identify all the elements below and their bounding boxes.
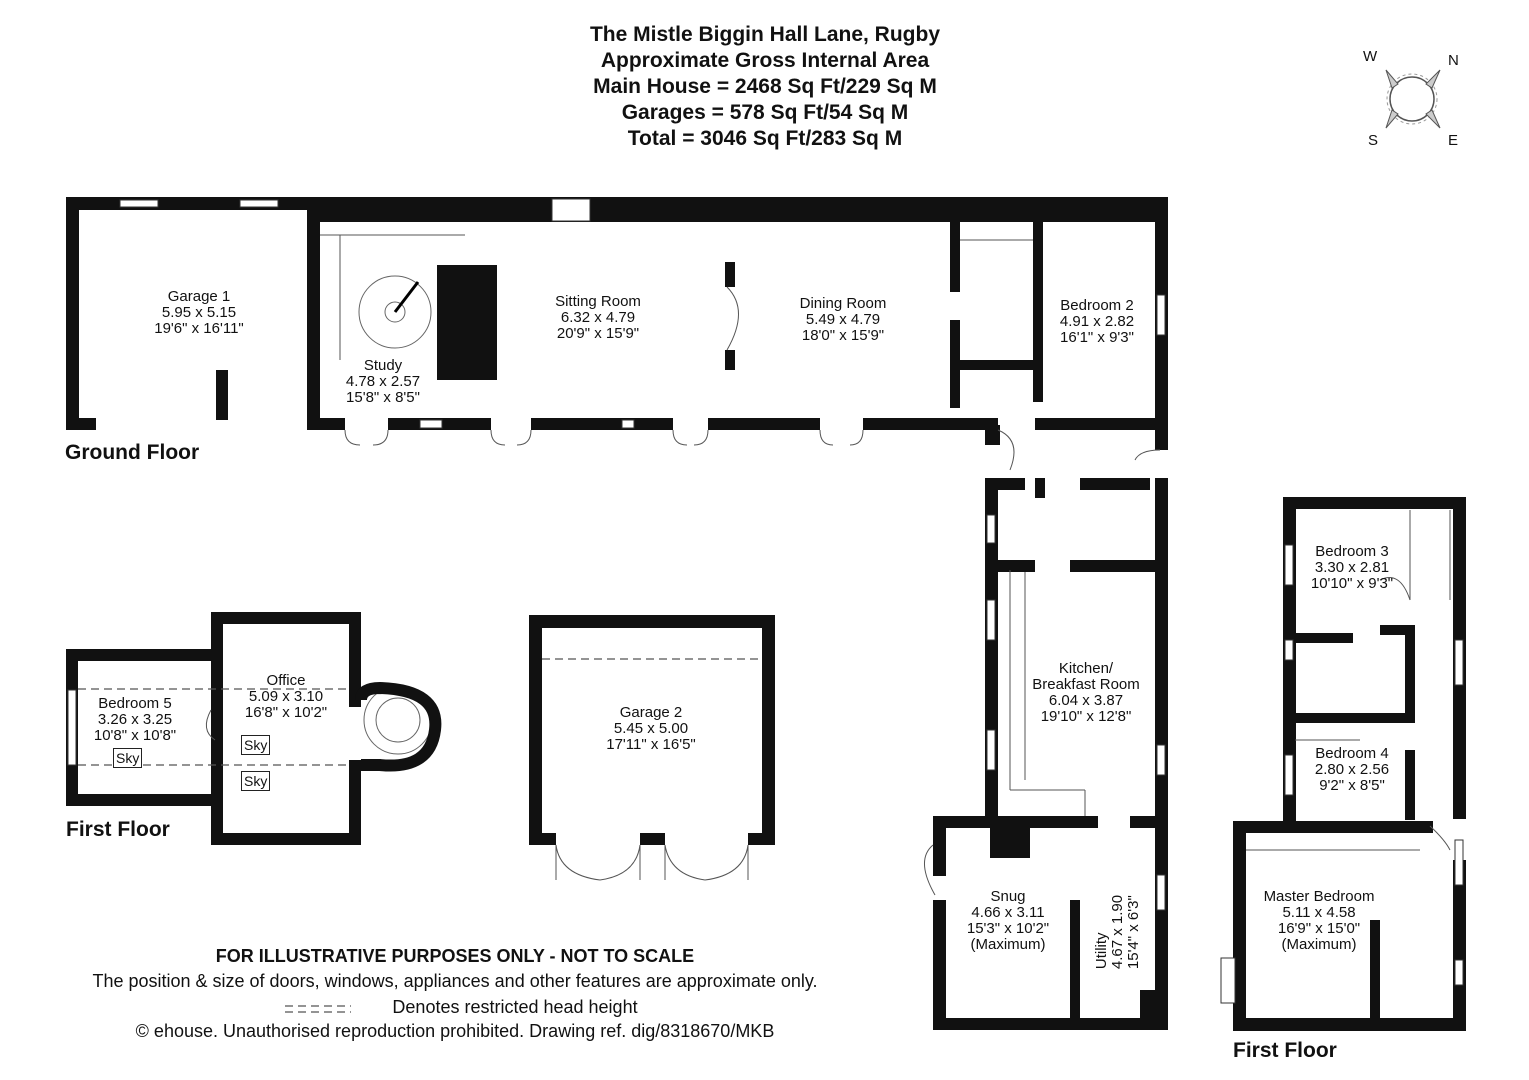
compass-west: W — [1363, 48, 1378, 65]
room-name: Bedroom 3 — [1315, 543, 1389, 560]
room-imperial: 16'1" x 9'3" — [1060, 329, 1134, 346]
compass-south: S — [1368, 132, 1379, 149]
room-name: Bedroom 2 — [1060, 297, 1134, 314]
room-imperial: 19'6" x 16'11" — [154, 320, 244, 337]
room-bedroom-2: Bedroom 2 4.91 x 2.82 16'1" x 9'3" — [1060, 298, 1134, 346]
room-name: Dining Room — [799, 295, 887, 312]
room-name: Bedroom 4 — [1315, 745, 1389, 762]
room-utility: Utility 4.67 x 1.90 15'4" x 6'3" — [1093, 894, 1142, 970]
room-name: Snug — [990, 888, 1026, 905]
room-name: Utility — [1093, 932, 1110, 970]
room-garage-2: Garage 2 5.45 x 5.00 17'11" x 16'5" — [606, 705, 696, 753]
room-metric: 5.95 x 5.15 — [161, 304, 237, 321]
room-imperial: 19'10" x 12'8" — [1040, 708, 1132, 725]
room-metric: 3.30 x 2.81 — [1314, 559, 1390, 576]
skylight-label: Sky — [241, 735, 271, 755]
garages-area: Garages = 578 Sq Ft/54 Sq M — [621, 101, 909, 124]
room-note: (Maximum) — [970, 936, 1046, 953]
floor-label-first-right: First Floor — [1233, 1039, 1337, 1062]
room-office: Office 5.09 x 3.10 16'8" x 10'2" — [245, 673, 327, 721]
room-bedroom-4: Bedroom 4 2.80 x 2.56 9'2" x 8'5" — [1315, 746, 1389, 794]
room-dining: Dining Room 5.49 x 4.79 18'0" x 15'9" — [800, 296, 887, 344]
room-metric: 4.67 x 1.90 — [1109, 894, 1126, 970]
room-metric: 6.04 x 3.87 — [1048, 692, 1124, 709]
room-snug: Snug 4.66 x 3.11 15'3" x 10'2" (Maximum) — [967, 889, 1049, 953]
room-name: Office — [266, 672, 306, 689]
skylight-label: Sky — [113, 748, 143, 768]
room-name: Study — [363, 357, 403, 374]
area-subtitle: Approximate Gross Internal Area — [600, 49, 930, 72]
room-metric: 5.45 x 5.00 — [613, 720, 689, 737]
room-name: Garage 1 — [167, 288, 231, 305]
room-name: Sitting Room — [555, 293, 641, 310]
room-bedroom-3: Bedroom 3 3.30 x 2.81 10'10" x 9'3" — [1311, 544, 1393, 592]
room-name: Bedroom 5 — [98, 695, 172, 712]
approx-note: The position & size of doors, windows, a… — [92, 971, 818, 991]
room-kitchen: Kitchen/ Breakfast Room 6.04 x 3.87 19'1… — [1032, 661, 1140, 725]
room-name: Master Bedroom — [1263, 888, 1375, 905]
room-sitting: Sitting Room 6.32 x 4.79 20'9" x 15'9" — [555, 294, 641, 342]
skylight-label: Sky — [241, 771, 271, 791]
room-name-line2: Breakfast Room — [1032, 676, 1140, 693]
room-name: Garage 2 — [619, 704, 683, 721]
room-imperial: 10'10" x 9'3" — [1310, 575, 1394, 592]
room-imperial: 15'8" x 8'5" — [346, 389, 420, 406]
main-house-area: Main House = 2468 Sq Ft/229 Sq M — [593, 75, 937, 98]
room-imperial: 15'4" x 6'3" — [1125, 895, 1142, 970]
room-metric: 2.80 x 2.56 — [1314, 761, 1390, 778]
room-metric: 5.49 x 4.79 — [805, 311, 881, 328]
room-imperial: 15'3" x 10'2" — [966, 920, 1050, 937]
room-imperial: 9'2" x 8'5" — [1319, 777, 1385, 794]
floor-label-first-left: First Floor — [66, 818, 170, 841]
room-name-line1: Kitchen/ — [1058, 660, 1114, 677]
room-metric: 6.32 x 4.79 — [560, 309, 636, 326]
room-metric: 5.11 x 4.58 — [1282, 904, 1356, 921]
room-imperial: 10'8" x 10'8" — [93, 727, 177, 744]
room-imperial: 17'11" x 16'5" — [606, 736, 696, 753]
room-metric: 3.26 x 3.25 — [97, 711, 173, 728]
room-metric: 4.91 x 2.82 — [1059, 313, 1135, 330]
disclaimer: FOR ILLUSTRATIVE PURPOSES ONLY - NOT TO … — [215, 946, 695, 966]
room-note: (Maximum) — [1281, 936, 1357, 953]
room-garage-1: Garage 1 5.95 x 5.15 19'6" x 16'11" — [154, 289, 244, 337]
head-height-legend: Denotes restricted head height — [392, 997, 638, 1017]
room-study: Study 4.78 x 2.57 15'8" x 8'5" — [346, 358, 420, 406]
copyright: © ehouse. Unauthorised reproduction proh… — [135, 1021, 775, 1041]
floor-label-ground: Ground Floor — [65, 441, 200, 464]
room-bedroom-5: Bedroom 5 3.26 x 3.25 10'8" x 10'8" — [94, 696, 176, 744]
property-title: The Mistle Biggin Hall Lane, Rugby — [589, 23, 941, 46]
total-area: Total = 3046 Sq Ft/283 Sq M — [627, 127, 903, 150]
compass-east: E — [1448, 132, 1459, 149]
room-master-bedroom: Master Bedroom 5.11 x 4.58 16'9" x 15'0"… — [1264, 889, 1375, 953]
room-imperial: 16'9" x 15'0" — [1277, 920, 1361, 937]
room-metric: 4.78 x 2.57 — [345, 373, 421, 390]
room-metric: 5.09 x 3.10 — [248, 688, 324, 705]
room-imperial: 20'9" x 15'9" — [556, 325, 640, 342]
room-imperial: 18'0" x 15'9" — [801, 327, 885, 344]
room-metric: 4.66 x 3.11 — [971, 904, 1045, 921]
compass-north: N — [1448, 52, 1459, 69]
room-imperial: 16'8" x 10'2" — [244, 704, 328, 721]
